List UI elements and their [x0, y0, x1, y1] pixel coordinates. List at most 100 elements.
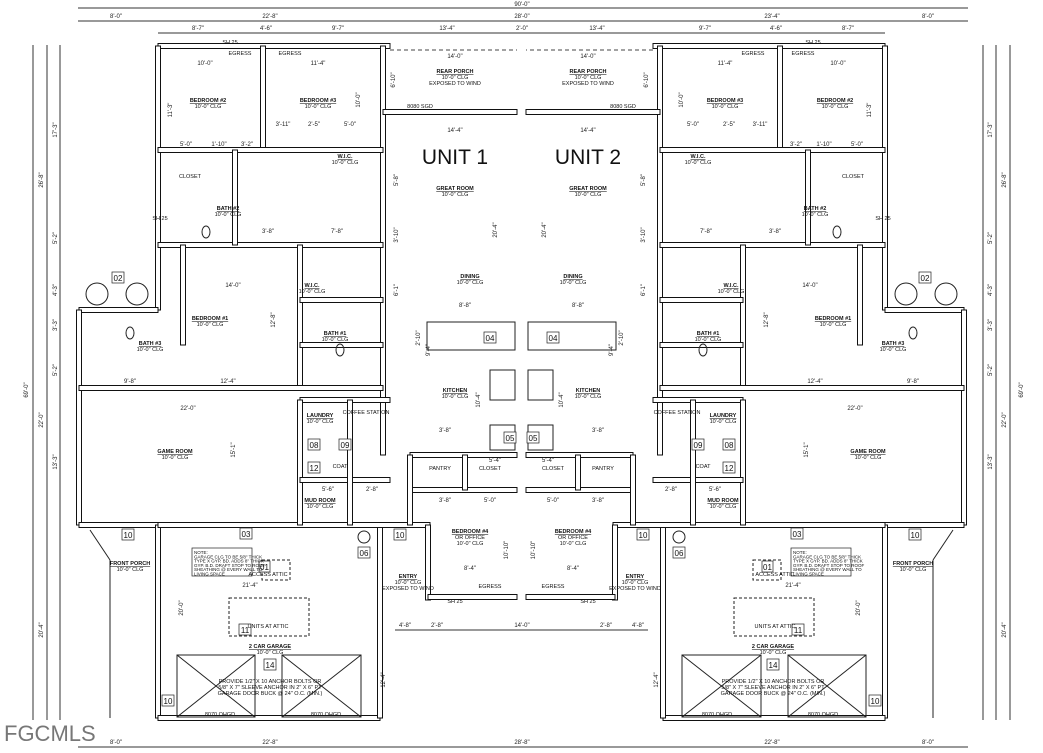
- dimension-label: 8'-7": [192, 26, 204, 32]
- attic-units: [228, 597, 310, 637]
- garage-note-line: LIVING SPACE: [793, 572, 824, 577]
- room-ceiling: 10'-0" CLG: [307, 419, 334, 425]
- dimension-label: 3'-8": [592, 498, 604, 504]
- note-number: 04: [549, 334, 558, 343]
- note-tag: [239, 527, 253, 540]
- wall: [882, 45, 888, 311]
- dimension-label: 22'-0": [39, 412, 45, 427]
- room-name: MUD ROOM: [707, 498, 739, 504]
- room-ceiling: 10'-0" CLG: [695, 337, 722, 343]
- wall: [157, 43, 391, 49]
- wall: [407, 454, 413, 526]
- dimension-label: 8'-7": [842, 26, 854, 32]
- room-ceiling: 10'-0" CLG: [710, 419, 737, 425]
- note-number: 08: [310, 441, 319, 450]
- dimension-label: 8'-4": [567, 566, 579, 572]
- dimension-label: 3'-2": [241, 142, 253, 148]
- dimension-label: 22'-0": [180, 406, 195, 412]
- dimension-label: 4'-3": [988, 284, 994, 296]
- wall: [659, 385, 965, 391]
- room-ceiling: 10'-0" CLG: [712, 104, 739, 110]
- wall: [347, 399, 353, 526]
- unit-title: UNIT 1: [422, 146, 488, 169]
- garage-note-line: TYPE X GYP. BD. ADDS 8" THICK: [793, 559, 863, 564]
- dimension-label: 14'-0": [447, 54, 462, 60]
- dimension-label: 10'-10": [531, 541, 537, 560]
- wall: [380, 45, 386, 456]
- dimension-label: 3'-2": [790, 142, 802, 148]
- porch-edge: [932, 529, 954, 561]
- dimension-label: 13'-4": [439, 26, 454, 32]
- room-name: GREAT ROOM: [436, 186, 474, 192]
- dimension-label: 6'-1": [394, 284, 400, 296]
- garage-note-line: NOTE:: [194, 550, 208, 555]
- dimension-label: 14'-4": [580, 128, 595, 134]
- wall: [157, 242, 384, 248]
- note-tag: [263, 658, 277, 671]
- mls-watermark: FGCMLS: [4, 721, 96, 746]
- note-number: 10: [871, 697, 880, 706]
- range-icon: [489, 369, 516, 401]
- dimension-label: 12'-8": [764, 312, 770, 327]
- wall: [78, 522, 159, 528]
- toilet-icon: [335, 343, 345, 357]
- room-ceiling: 10'-0" CLG: [900, 567, 927, 573]
- dimension-label: 9'-8": [907, 379, 919, 385]
- room-name: 2 CAR GARAGE: [752, 644, 795, 650]
- dimension-label: 8'-4": [464, 566, 476, 572]
- dimension-label: 8'-0": [110, 740, 122, 746]
- room-name: REAR PORCH: [437, 69, 474, 75]
- room-ceiling: 10'-0" CLG: [162, 455, 189, 461]
- dimension-label: 8'-0": [922, 14, 934, 20]
- dimension-label: 5'-2": [53, 364, 59, 376]
- small-label: EGRESS: [229, 51, 252, 57]
- room-name: BATH #3: [882, 341, 905, 347]
- wall: [78, 385, 384, 391]
- dimension-label: 13'-4": [589, 26, 604, 32]
- room-ceiling: OR OFFICE: [455, 535, 485, 541]
- wall: [652, 43, 886, 49]
- room-name: BEDROOM #2: [817, 98, 853, 104]
- room-ceiling: 10'-0" CLG: [195, 104, 222, 110]
- note-tag: [636, 528, 650, 541]
- note-number: 10: [639, 531, 648, 540]
- wall: [660, 524, 666, 719]
- dimension-label: 14'-0": [514, 623, 529, 629]
- room-name: BEDROOM #3: [300, 98, 336, 104]
- dimension-label: 5'-8": [394, 174, 400, 186]
- garage-note-line: GYP. B.D. DRAFT STOP TO ROOF: [194, 563, 266, 568]
- note-number: 11: [794, 626, 803, 635]
- dimension-label: 12'-8": [271, 312, 277, 327]
- room-name: BEDROOM #1: [815, 316, 851, 322]
- room-note: 10'-0" CLG: [457, 541, 484, 547]
- small-label: CLOSET: [842, 174, 865, 180]
- dimension-label: 9'-4": [426, 344, 432, 356]
- porch-edge: [89, 529, 111, 561]
- dimension-label: 26'-8": [1002, 172, 1008, 187]
- dimension-label: 3'-3": [988, 319, 994, 331]
- dimension-label: 11'-4": [718, 61, 733, 67]
- anchor-bolt-note: GARAGE DOOR BUCK @ 24" O.C. (MIN.): [721, 691, 826, 697]
- dimension-label: 4'-8": [399, 623, 411, 629]
- note-tag: [307, 438, 321, 451]
- room-name: FRONT PORCH: [110, 561, 150, 567]
- wall: [857, 244, 863, 346]
- note-tag: [161, 694, 175, 707]
- note-tag: [357, 546, 371, 559]
- dimension-label: 12'-4": [381, 672, 387, 687]
- room-name: GREAT ROOM: [569, 186, 607, 192]
- kitchen-counter: [527, 321, 617, 351]
- dimension-label: 10'-0": [679, 92, 685, 107]
- dimension-label: 2'-8": [431, 623, 443, 629]
- toilet-icon: [201, 225, 211, 239]
- garage-note-line: GYP. B.D. DRAFT STOP TO ROOF: [793, 563, 865, 568]
- note-tag: [918, 271, 932, 284]
- note-tag: [111, 271, 125, 284]
- wall: [690, 399, 696, 526]
- dimension-label: 3'-3": [53, 319, 59, 331]
- room-ceiling: 10'-0" CLG: [299, 289, 326, 295]
- wall: [652, 397, 744, 403]
- dimension-label: 12'-4": [220, 379, 235, 385]
- note-number: 05: [529, 434, 538, 443]
- dimension-label: 2'-8": [665, 487, 677, 493]
